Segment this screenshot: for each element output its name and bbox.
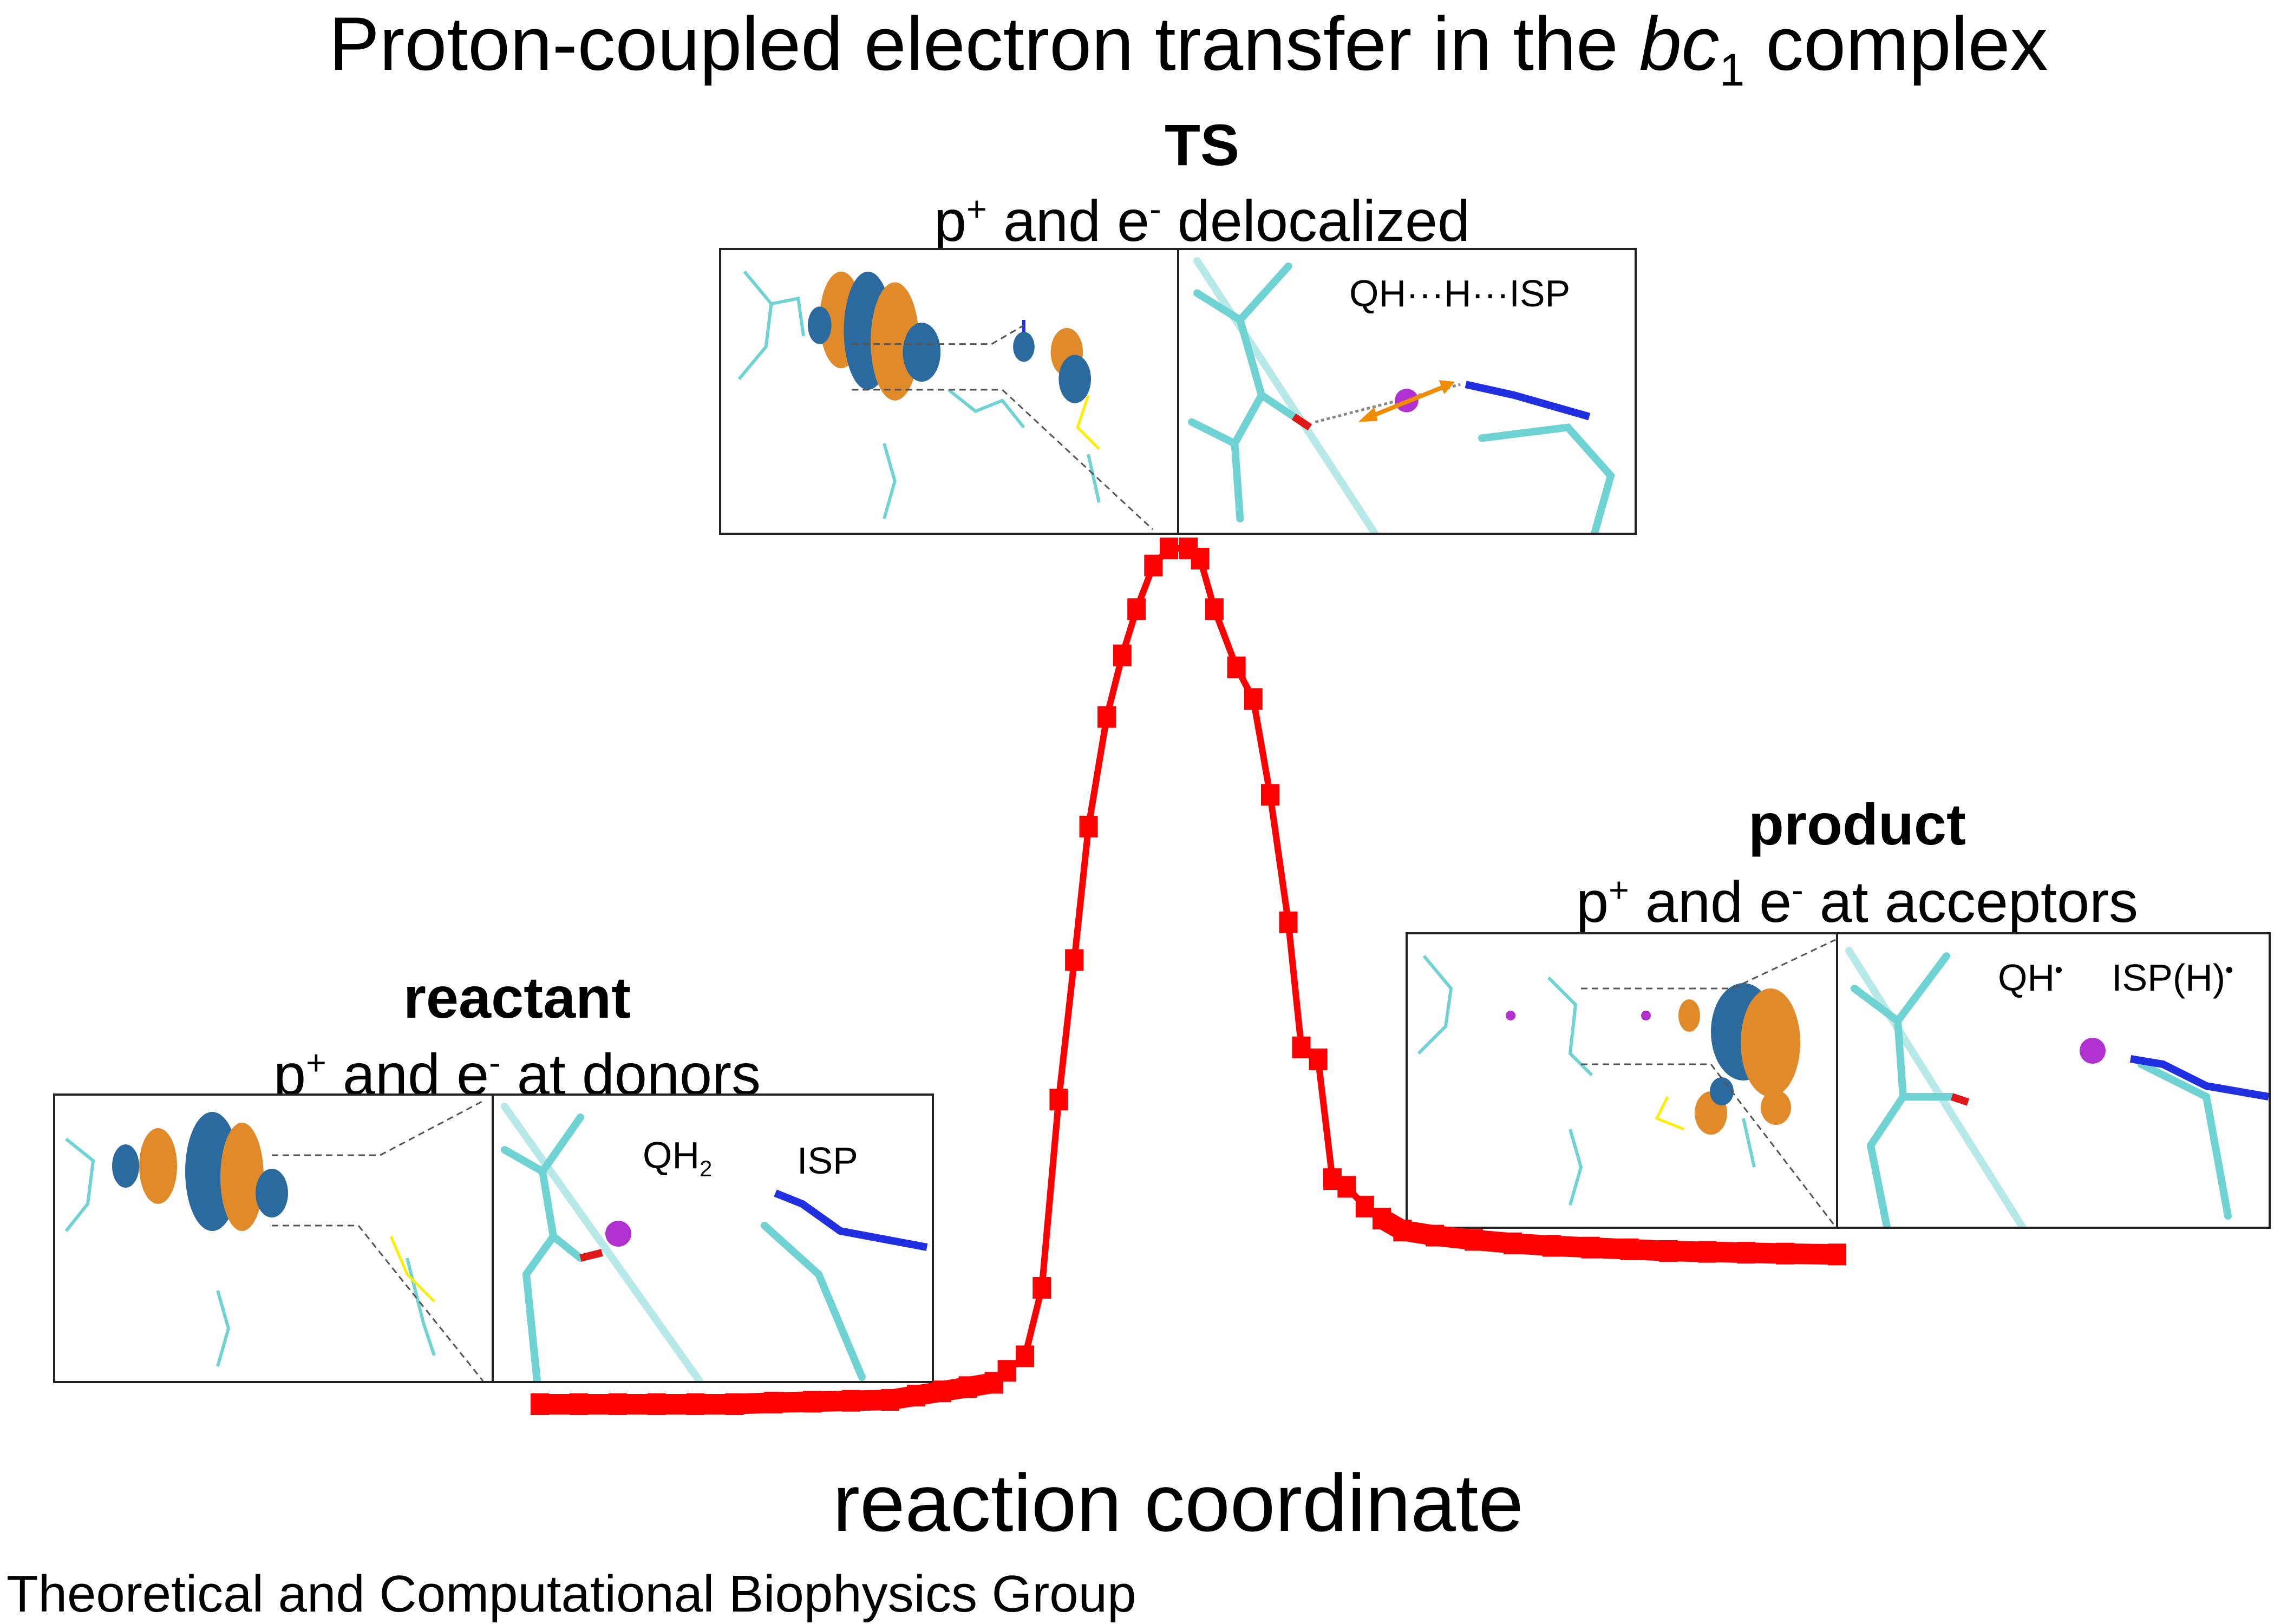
energy-data-point: [725, 1393, 744, 1415]
product-orbital-image: [1417, 939, 1837, 1227]
energy-data-point: [1179, 538, 1198, 559]
energy-data-point: [686, 1393, 705, 1415]
energy-data-point: [1113, 644, 1132, 666]
rest-text: delocalized: [1161, 188, 1471, 253]
energy-data-point: [1227, 656, 1246, 678]
energy-data-point: [1309, 1048, 1328, 1070]
ts-inset-label: QH···H···ISP: [1349, 272, 1571, 315]
product-structure-panel: QH• ISP(H)•: [1406, 932, 2271, 1229]
energy-data-point: [1144, 554, 1163, 577]
energy-data-point: [1065, 949, 1084, 971]
ts-structure-panel: QH···H···ISP: [719, 248, 1637, 535]
energy-data-point: [1191, 547, 1210, 569]
energy-data-point: [1659, 1240, 1678, 1262]
reactant-orbital-image: [64, 1100, 484, 1381]
qh-text: QH: [1998, 957, 2055, 999]
energy-data-point: [1160, 538, 1179, 559]
minus-sup: -: [1149, 189, 1161, 228]
energy-data-point: [1828, 1243, 1846, 1266]
energy-data-point: [803, 1391, 822, 1413]
reactant-zoom-image: [501, 1103, 928, 1381]
title-text: Proton-coupled electron transfer in the: [329, 1, 1639, 86]
product-label: product: [1748, 791, 1966, 857]
energy-data-point: [1260, 784, 1279, 806]
product-subtitle: p+ and e- at acceptors: [1576, 868, 2138, 935]
energy-data-point: [1097, 706, 1116, 728]
product-inset-label-isph: ISP(H)•: [2112, 956, 2233, 999]
energy-data-point: [1016, 1345, 1035, 1367]
energy-data-point: [647, 1393, 666, 1415]
title-italic: bc: [1639, 1, 1720, 86]
energy-data-point: [1323, 1168, 1342, 1190]
x-axis-label: reaction coordinate: [833, 1457, 1524, 1548]
energy-data-point: [1079, 815, 1098, 837]
energy-data-point: [1542, 1235, 1561, 1257]
energy-data-point: [1355, 1195, 1374, 1217]
energy-data-point: [1465, 1229, 1484, 1251]
reactant-inset-label-isp: ISP: [797, 1140, 858, 1182]
footer-credit: Theoretical and Computational Biophysics…: [6, 1565, 1136, 1623]
energy-data-point: [984, 1372, 1003, 1394]
qh-text: QH: [643, 1134, 700, 1176]
plus-sup: +: [306, 1043, 326, 1082]
ts-subtitle: p+ and e- delocalized: [934, 187, 1470, 254]
energy-data-point: [1737, 1242, 1756, 1264]
reactant-label: reactant: [403, 965, 631, 1030]
and-text: and e: [986, 188, 1150, 253]
energy-data-point: [1049, 1089, 1068, 1111]
energy-data-point: [1620, 1238, 1639, 1260]
energy-data-point: [764, 1391, 783, 1413]
energy-plateau-markers: [540, 1372, 996, 1415]
energy-data-point: [1373, 1207, 1391, 1229]
radical-dot: •: [2055, 957, 2063, 983]
product-inset-label-qh: QH•: [1998, 956, 2063, 999]
energy-data-point: [1698, 1241, 1717, 1263]
energy-data-point: [932, 1380, 951, 1403]
minus-sup: -: [1792, 870, 1803, 909]
qh-subscript: 2: [700, 1156, 713, 1181]
energy-data-point: [531, 1393, 549, 1415]
energy-data-point: [1292, 1036, 1311, 1058]
energy-data-point: [958, 1376, 977, 1398]
reactant-inset-label-qh2: QH2: [643, 1134, 712, 1182]
radical-dot: •: [2225, 957, 2233, 983]
isph-text: ISP(H): [2112, 957, 2225, 999]
title-suffix: complex: [1744, 1, 2048, 86]
energy-data-point: [1205, 598, 1224, 620]
p-text: p: [933, 188, 966, 253]
p-text: p: [1576, 869, 1609, 934]
figure-title: Proton-coupled electron transfer in the …: [329, 0, 2048, 96]
ts-orbital-image: [737, 270, 1154, 531]
reactant-structure-panel: QH2 ISP: [53, 1093, 934, 1383]
energy-data-point: [1127, 598, 1146, 620]
ts-zoom-image: [1188, 257, 1615, 533]
title-subscript: 1: [1719, 44, 1745, 95]
energy-data-point: [997, 1360, 1016, 1382]
energy-data-point: [1033, 1276, 1051, 1299]
energy-data-point: [1581, 1236, 1600, 1259]
panel-divider: [492, 1096, 494, 1381]
energy-data-point: [842, 1390, 861, 1412]
plus-sup: +: [966, 189, 987, 228]
energy-data-point: [608, 1393, 627, 1415]
minus-sup: -: [489, 1043, 501, 1082]
energy-data-point: [1279, 911, 1298, 933]
energy-data-point: [880, 1389, 899, 1411]
energy-data-point: [1244, 688, 1263, 710]
plus-sup: +: [1609, 870, 1629, 909]
energy-data-point: [1337, 1176, 1356, 1198]
energy-data-point: [1776, 1242, 1795, 1265]
energy-data-point: [569, 1393, 588, 1415]
ts-label: TS: [1164, 112, 1240, 178]
rest-text: at acceptors: [1803, 869, 2139, 934]
energy-data-point: [906, 1385, 925, 1407]
product-zoom-image: [1845, 947, 2269, 1227]
and-text: and e: [1629, 869, 1792, 934]
energy-data-point: [1504, 1232, 1522, 1254]
panel-divider: [1177, 250, 1179, 533]
